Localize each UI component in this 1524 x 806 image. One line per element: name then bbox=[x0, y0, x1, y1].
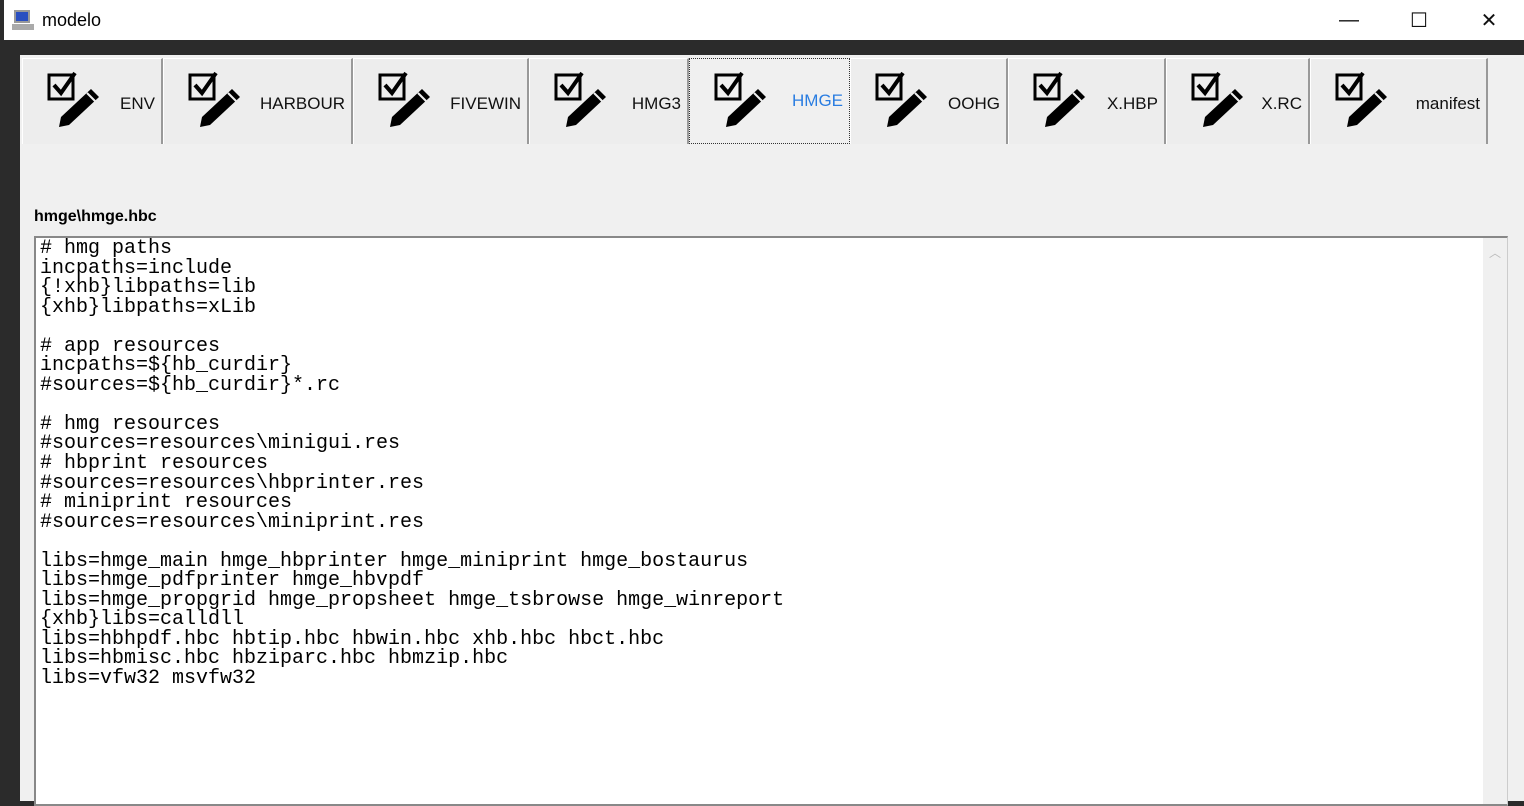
minimize-button[interactable]: — bbox=[1339, 8, 1359, 31]
scroll-up-icon[interactable]: ︿ bbox=[1488, 246, 1501, 260]
checkbox-pencil-icon bbox=[164, 71, 246, 132]
tab-label: OOHG bbox=[948, 94, 1000, 113]
tab-label: X.HBP bbox=[1106, 94, 1158, 113]
checkbox-pencil-icon bbox=[690, 71, 772, 132]
code-editor[interactable]: # hmg paths incpaths=include {!xhb}libpa… bbox=[34, 236, 1508, 806]
tab-oohg[interactable]: OOHG bbox=[850, 58, 1008, 144]
tab-label: X.RC bbox=[1261, 94, 1302, 113]
code-text[interactable]: # hmg paths incpaths=include {!xhb}libpa… bbox=[40, 237, 785, 691]
tab-label: manifest bbox=[1415, 94, 1480, 113]
app-computer-icon bbox=[12, 9, 34, 31]
tab-xrc[interactable]: X.RC bbox=[1166, 58, 1310, 144]
tab-xhbp[interactable]: X.HBP bbox=[1008, 58, 1166, 144]
window-title: modelo bbox=[42, 9, 102, 30]
tab-harbour[interactable]: HARBOUR bbox=[163, 58, 353, 144]
maximize-button[interactable]: ☐ bbox=[1410, 9, 1428, 32]
tab-label: HMGE bbox=[792, 91, 843, 110]
checkbox-pencil-icon bbox=[851, 71, 933, 132]
tab-hmg3[interactable]: HMG3 bbox=[529, 58, 689, 144]
tab-label: HMG3 bbox=[631, 94, 681, 113]
tab-env[interactable]: ENV bbox=[22, 58, 163, 144]
checkbox-pencil-icon bbox=[354, 71, 436, 132]
title-bar: modelo — ☐ ✕ bbox=[4, 0, 1524, 40]
tab-hmge[interactable]: HMGE bbox=[689, 58, 850, 144]
tab-label: HARBOUR bbox=[259, 94, 345, 113]
file-label: hmge\hmge.hbc bbox=[34, 208, 157, 225]
vertical-scrollbar[interactable]: ︿ bbox=[1483, 238, 1507, 804]
main-window: ENV HARBOUR FIVEWIN HMG3 HMGE OOHG X.HBP X.RC ma… bbox=[20, 55, 1524, 806]
checkbox-pencil-icon bbox=[1009, 71, 1091, 132]
close-button[interactable]: ✕ bbox=[1480, 9, 1498, 32]
tab-manifest[interactable]: manifest bbox=[1310, 58, 1488, 144]
tab-label: FIVEWIN bbox=[450, 94, 521, 113]
tab-label: ENV bbox=[120, 94, 155, 113]
tab-fivewin[interactable]: FIVEWIN bbox=[353, 58, 529, 144]
checkbox-pencil-icon bbox=[1311, 71, 1393, 132]
checkbox-pencil-icon bbox=[530, 71, 612, 132]
checkbox-pencil-icon bbox=[23, 71, 105, 132]
checkbox-pencil-icon bbox=[1167, 71, 1249, 132]
